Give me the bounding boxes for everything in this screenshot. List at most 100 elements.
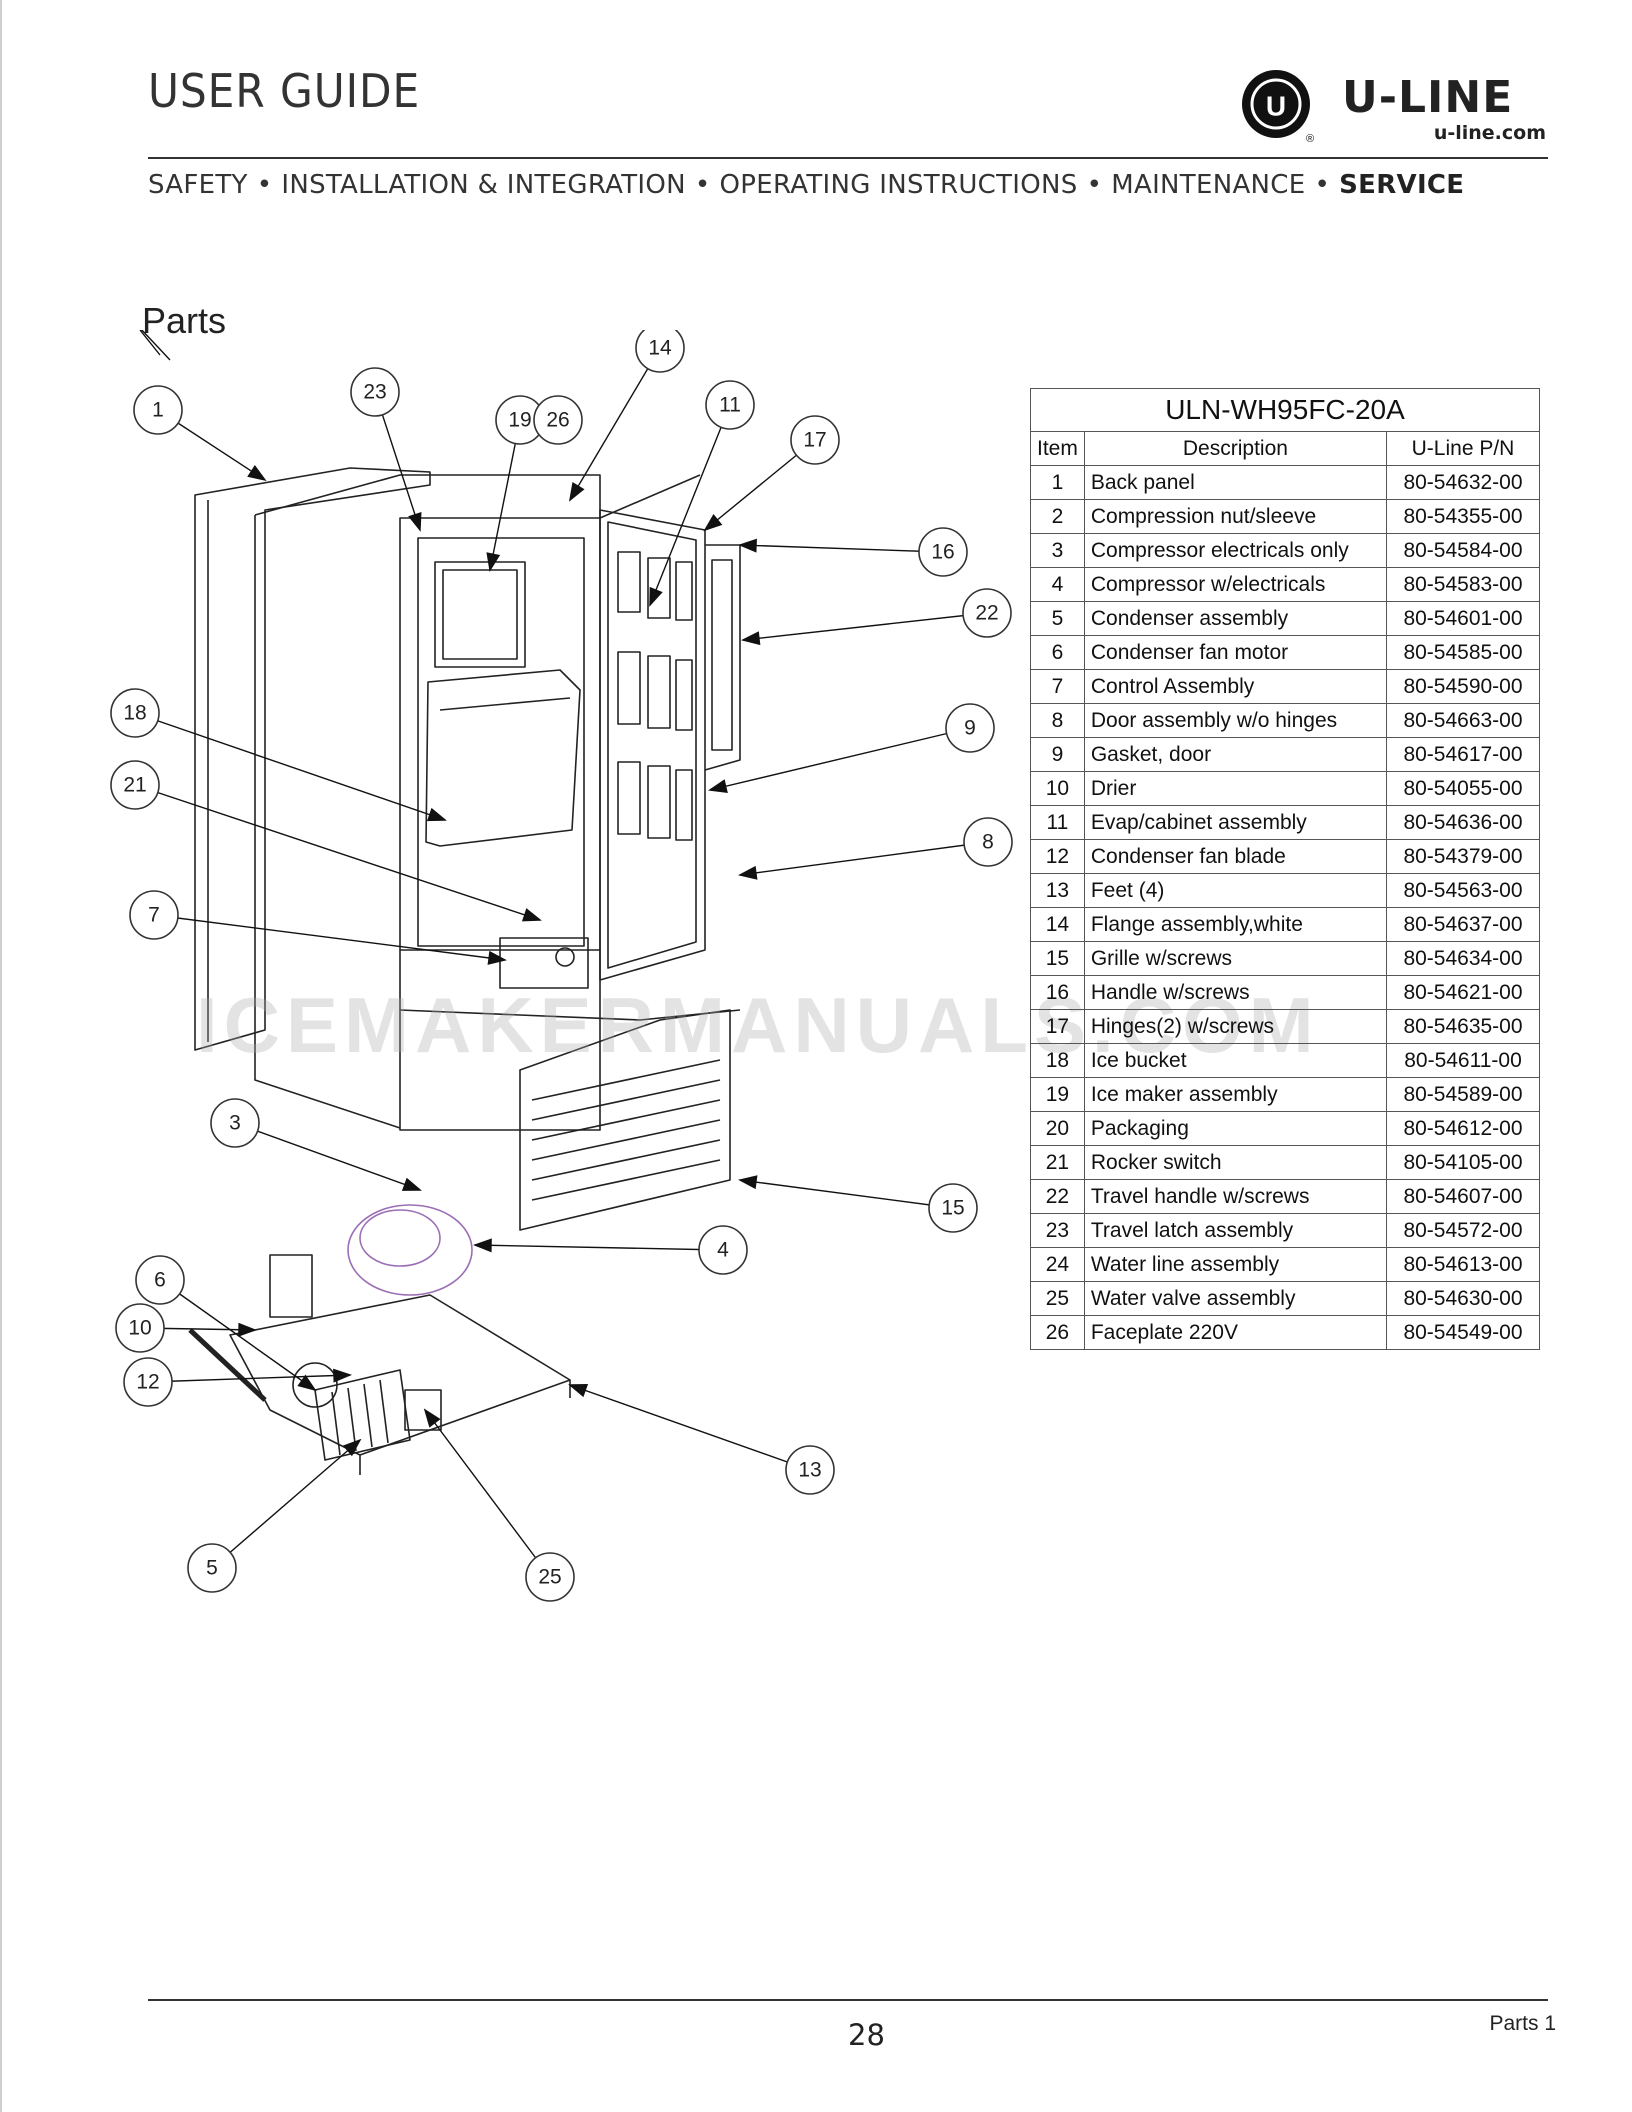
- u-line-logo-icon: U ®: [1242, 70, 1314, 145]
- callout-3: 3: [210, 1098, 260, 1148]
- part-description: Travel latch assembly: [1083, 1213, 1388, 1248]
- part-number: 80-54590-00: [1386, 669, 1540, 704]
- callout-number: 11: [719, 394, 741, 417]
- item-number: 14: [1030, 907, 1085, 942]
- leader-line-13: [569, 1384, 811, 1471]
- callout-7: 7: [129, 890, 179, 940]
- leader-line-22: [742, 612, 988, 641]
- part-number: 80-54637-00: [1386, 907, 1540, 942]
- leader-arrow-12: [333, 1368, 352, 1383]
- leader-line-14: [569, 347, 661, 501]
- brand-url: u-line.com: [1433, 122, 1546, 144]
- part-description: Flange assembly,white: [1083, 907, 1388, 942]
- leader-arrow-25: [423, 1408, 441, 1428]
- leader-arrow-11: [649, 586, 663, 607]
- leader-arrow-1: [247, 464, 267, 482]
- callout-number: 12: [136, 1371, 159, 1394]
- callout-4: 4: [698, 1225, 748, 1275]
- nav-item-installation-integration: INSTALLATION & INTEGRATION: [281, 170, 686, 200]
- callout-number: 21: [123, 774, 146, 797]
- leader-line-12: [147, 1374, 351, 1383]
- leader-arrow-8: [738, 865, 758, 880]
- part-number: 80-54663-00: [1386, 703, 1540, 738]
- part-number: 80-54632-00: [1386, 465, 1540, 500]
- part-number: 80-54563-00: [1386, 873, 1540, 908]
- item-number: 11: [1030, 805, 1085, 840]
- part-description: Grille w/screws: [1083, 941, 1388, 976]
- brand-logo: U ® U-LINE u-line.com: [1240, 66, 1550, 148]
- part-number: 80-54601-00: [1386, 601, 1540, 636]
- nav-item-safety: SAFETY: [148, 170, 248, 200]
- item-number: 2: [1030, 499, 1085, 534]
- part-number: 80-54613-00: [1386, 1247, 1540, 1282]
- leader-arrow-21: [521, 908, 542, 922]
- leader-arrow-22: [741, 631, 761, 646]
- leader-line-19: [489, 419, 521, 571]
- leader-arrow-9: [708, 779, 728, 793]
- leader-arrow-17: [703, 513, 723, 532]
- item-number: 9: [1030, 737, 1085, 772]
- part-description: Condenser assembly: [1083, 601, 1388, 636]
- leader-arrow-3: [401, 1177, 422, 1191]
- part-number: 80-54635-00: [1386, 1009, 1540, 1044]
- leader-line-18: [134, 712, 446, 821]
- part-description: Compression nut/sleeve: [1083, 499, 1388, 534]
- callout-number: 26: [546, 409, 569, 432]
- callout-number: 9: [964, 717, 976, 740]
- part-number: 80-54055-00: [1386, 771, 1540, 806]
- part-description: Hinges(2) w/screws: [1083, 1009, 1388, 1044]
- callout-number: 23: [363, 381, 386, 404]
- part-description: Packaging: [1083, 1111, 1388, 1146]
- part-description: Ice maker assembly: [1083, 1077, 1388, 1112]
- part-number: 80-54611-00: [1386, 1043, 1540, 1078]
- item-number: 13: [1030, 873, 1085, 908]
- part-number: 80-54105-00: [1386, 1145, 1540, 1180]
- part-number: 80-54636-00: [1386, 805, 1540, 840]
- nav-item-maintenance: MAINTENANCE: [1111, 170, 1306, 200]
- callout-13: 13: [785, 1445, 835, 1495]
- col-header-description: Description: [1083, 431, 1388, 466]
- part-description: Faceplate 220V: [1083, 1315, 1388, 1350]
- part-description: Compressor w/electricals: [1083, 567, 1388, 602]
- item-number: 21: [1030, 1145, 1085, 1180]
- callout-23: 23: [350, 367, 400, 417]
- part-number: 80-54355-00: [1386, 499, 1540, 534]
- item-number: 15: [1030, 941, 1085, 976]
- leader-line-15: [739, 1179, 954, 1209]
- part-description: Water valve assembly: [1083, 1281, 1388, 1316]
- leader-arrow-10: [238, 1322, 257, 1337]
- callout-number: 19: [508, 409, 531, 432]
- part-number: 80-54607-00: [1386, 1179, 1540, 1214]
- callout-15: 15: [928, 1183, 978, 1233]
- guide-title: USER GUIDE: [148, 64, 421, 118]
- callout-5: 5: [187, 1543, 237, 1593]
- leader-arrow-15: [738, 1175, 758, 1190]
- part-description: Rocker switch: [1083, 1145, 1388, 1180]
- leader-arrow-6: [297, 1374, 317, 1392]
- nav-separator: •: [256, 170, 273, 200]
- nav-separator: •: [1314, 170, 1331, 200]
- item-number: 7: [1030, 669, 1085, 704]
- part-description: Condenser fan blade: [1083, 839, 1388, 874]
- part-description: Compressor electricals only: [1083, 533, 1388, 568]
- callout-10: 10: [115, 1303, 165, 1353]
- callout-21: 21: [110, 760, 160, 810]
- part-description: Travel handle w/screws: [1083, 1179, 1388, 1214]
- page-edge: [0, 0, 2, 2112]
- callout-11: 11: [705, 380, 755, 430]
- part-number: 80-54634-00: [1386, 941, 1540, 976]
- item-number: 4: [1030, 567, 1085, 602]
